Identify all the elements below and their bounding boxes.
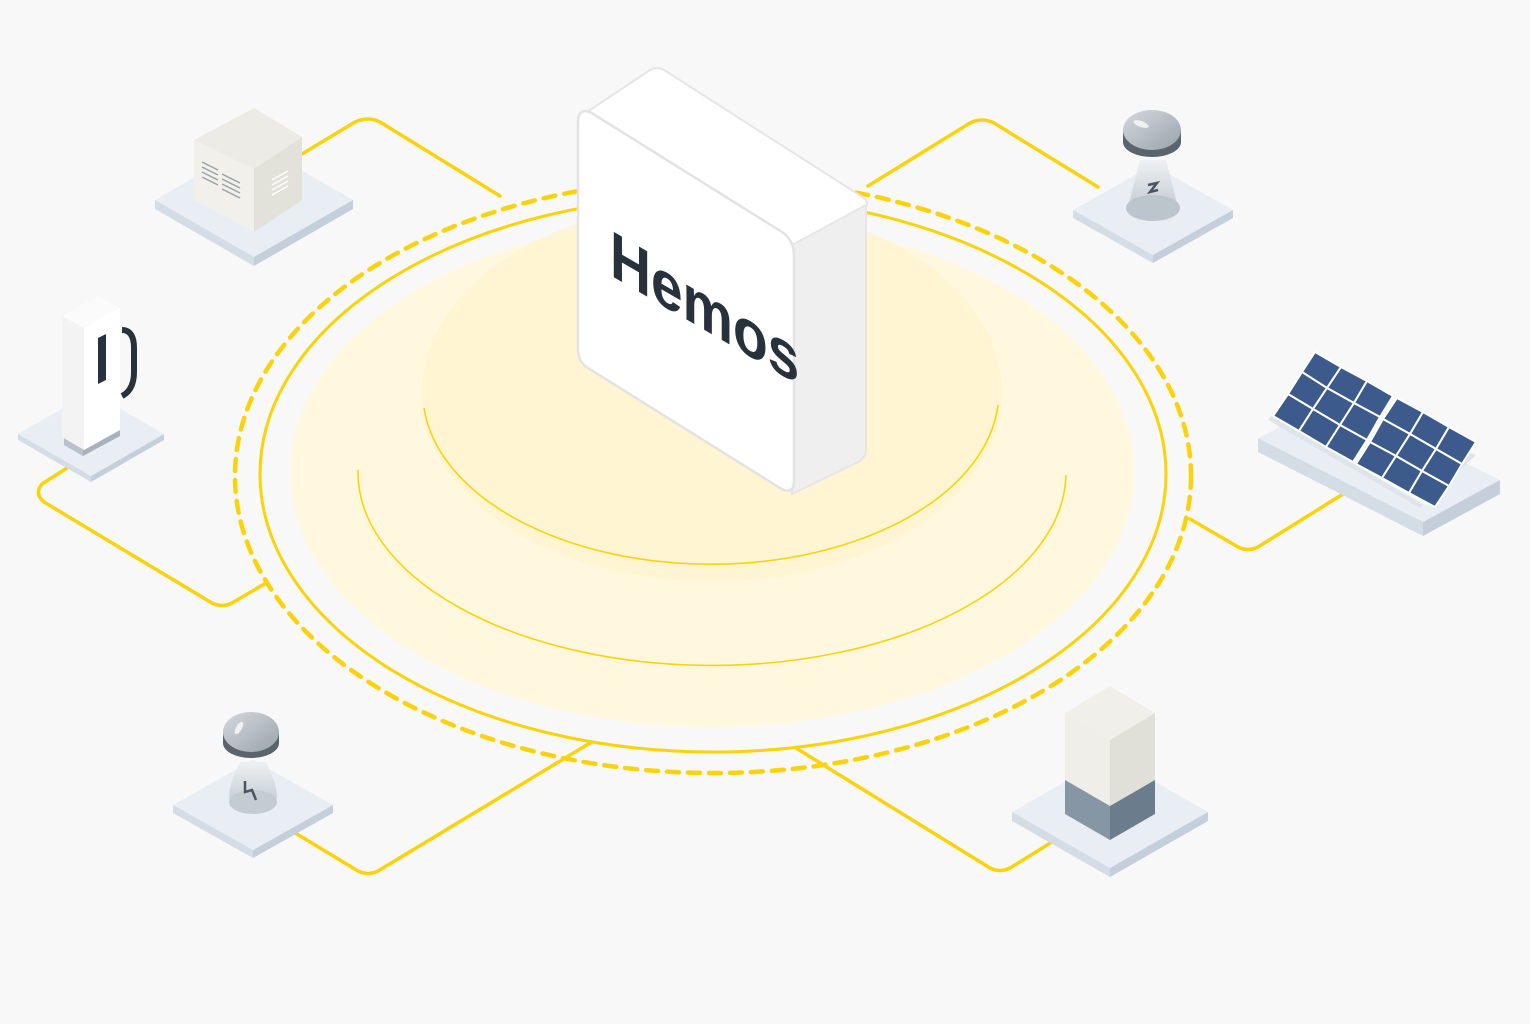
inner-arc-1 bbox=[423, 404, 999, 566]
connector-battery bbox=[794, 746, 1054, 873]
solar-cells bbox=[1271, 350, 1478, 509]
battery-storage-icon[interactable] bbox=[1012, 686, 1208, 877]
connector-smart-meter-top bbox=[866, 118, 1100, 189]
connectors bbox=[36, 117, 1345, 876]
ev-charger-icon[interactable] bbox=[18, 296, 164, 482]
inner-arc-2 bbox=[357, 469, 1067, 667]
connector-smart-meter-bottom bbox=[290, 741, 592, 876]
connector-solar bbox=[1188, 492, 1345, 552]
smart-meter-icon-top[interactable] bbox=[1073, 110, 1233, 263]
solar-panel-icon[interactable] bbox=[1258, 350, 1500, 536]
connector-ev-charger bbox=[36, 466, 268, 608]
connector-heat-pump bbox=[300, 117, 502, 198]
smart-meter-icon-bottom[interactable] bbox=[173, 712, 333, 858]
hvac-unit-icon[interactable] bbox=[155, 108, 353, 266]
hemos-hub[interactable]: Hemos bbox=[576, 67, 868, 496]
